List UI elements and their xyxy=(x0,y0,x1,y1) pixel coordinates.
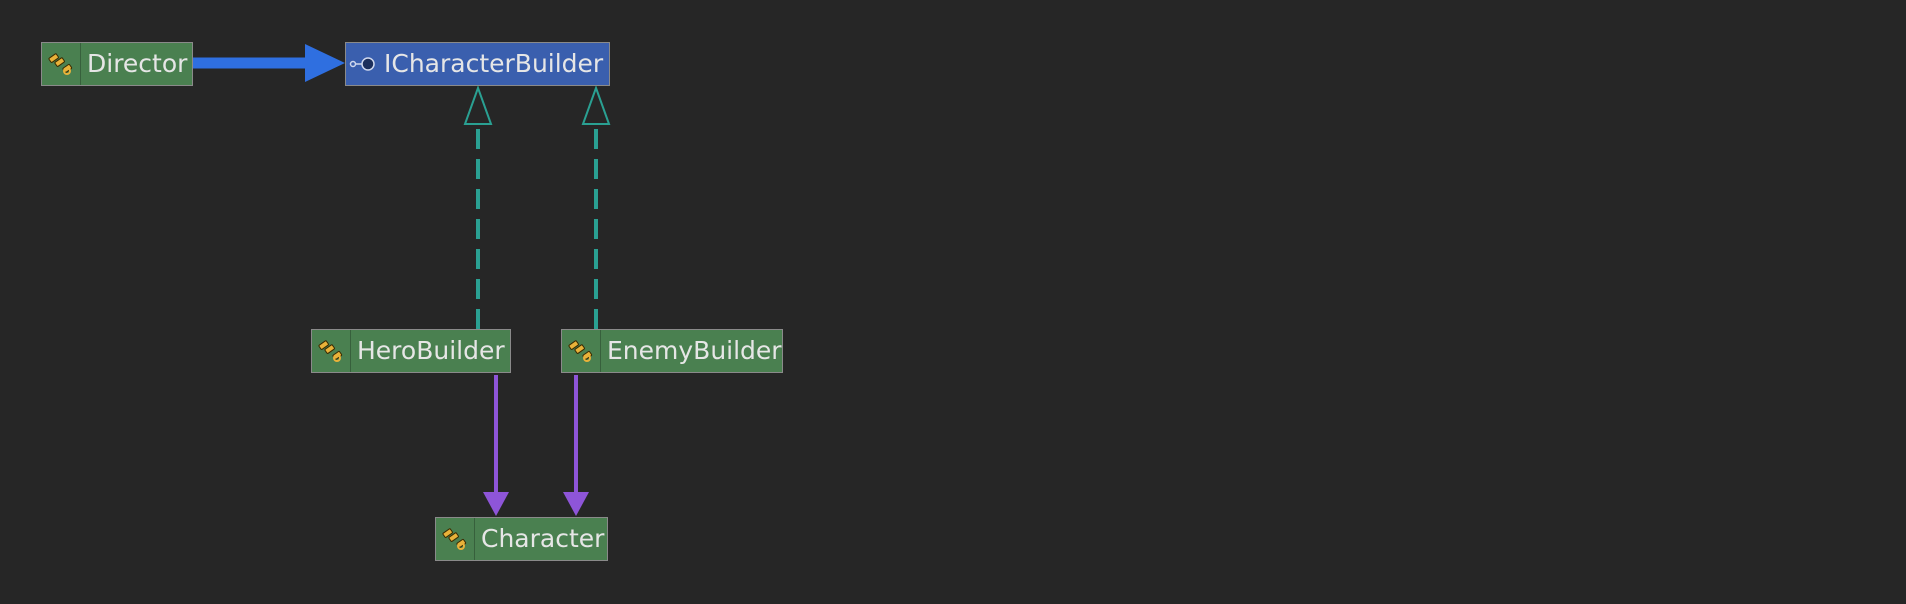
edge-director-to-icharacterbuilder[interactable] xyxy=(193,44,345,82)
class-icon xyxy=(436,518,475,560)
node-icharacterbuilder[interactable]: ICharacterBuilder xyxy=(345,42,610,86)
node-herobuilder[interactable]: HeroBuilder xyxy=(311,329,511,373)
node-label: ICharacterBuilder xyxy=(384,49,604,78)
node-label: EnemyBuilder xyxy=(607,336,782,365)
node-director[interactable]: Director xyxy=(41,42,193,86)
edge-enemybuilder-realizes-icharacterbuilder[interactable] xyxy=(581,85,611,329)
node-character[interactable]: Character xyxy=(435,517,608,561)
node-label: Director xyxy=(87,49,188,78)
interface-icon xyxy=(346,43,380,85)
edge-herobuilder-realizes-icharacterbuilder[interactable] xyxy=(463,85,493,329)
class-icon xyxy=(562,330,601,372)
node-label: HeroBuilder xyxy=(357,336,505,365)
edge-enemybuilder-to-character[interactable] xyxy=(563,375,589,516)
edge-herobuilder-to-character[interactable] xyxy=(483,375,509,516)
node-label: Character xyxy=(481,524,605,553)
class-icon xyxy=(312,330,351,372)
node-enemybuilder[interactable]: EnemyBuilder xyxy=(561,329,783,373)
class-icon xyxy=(42,43,81,85)
